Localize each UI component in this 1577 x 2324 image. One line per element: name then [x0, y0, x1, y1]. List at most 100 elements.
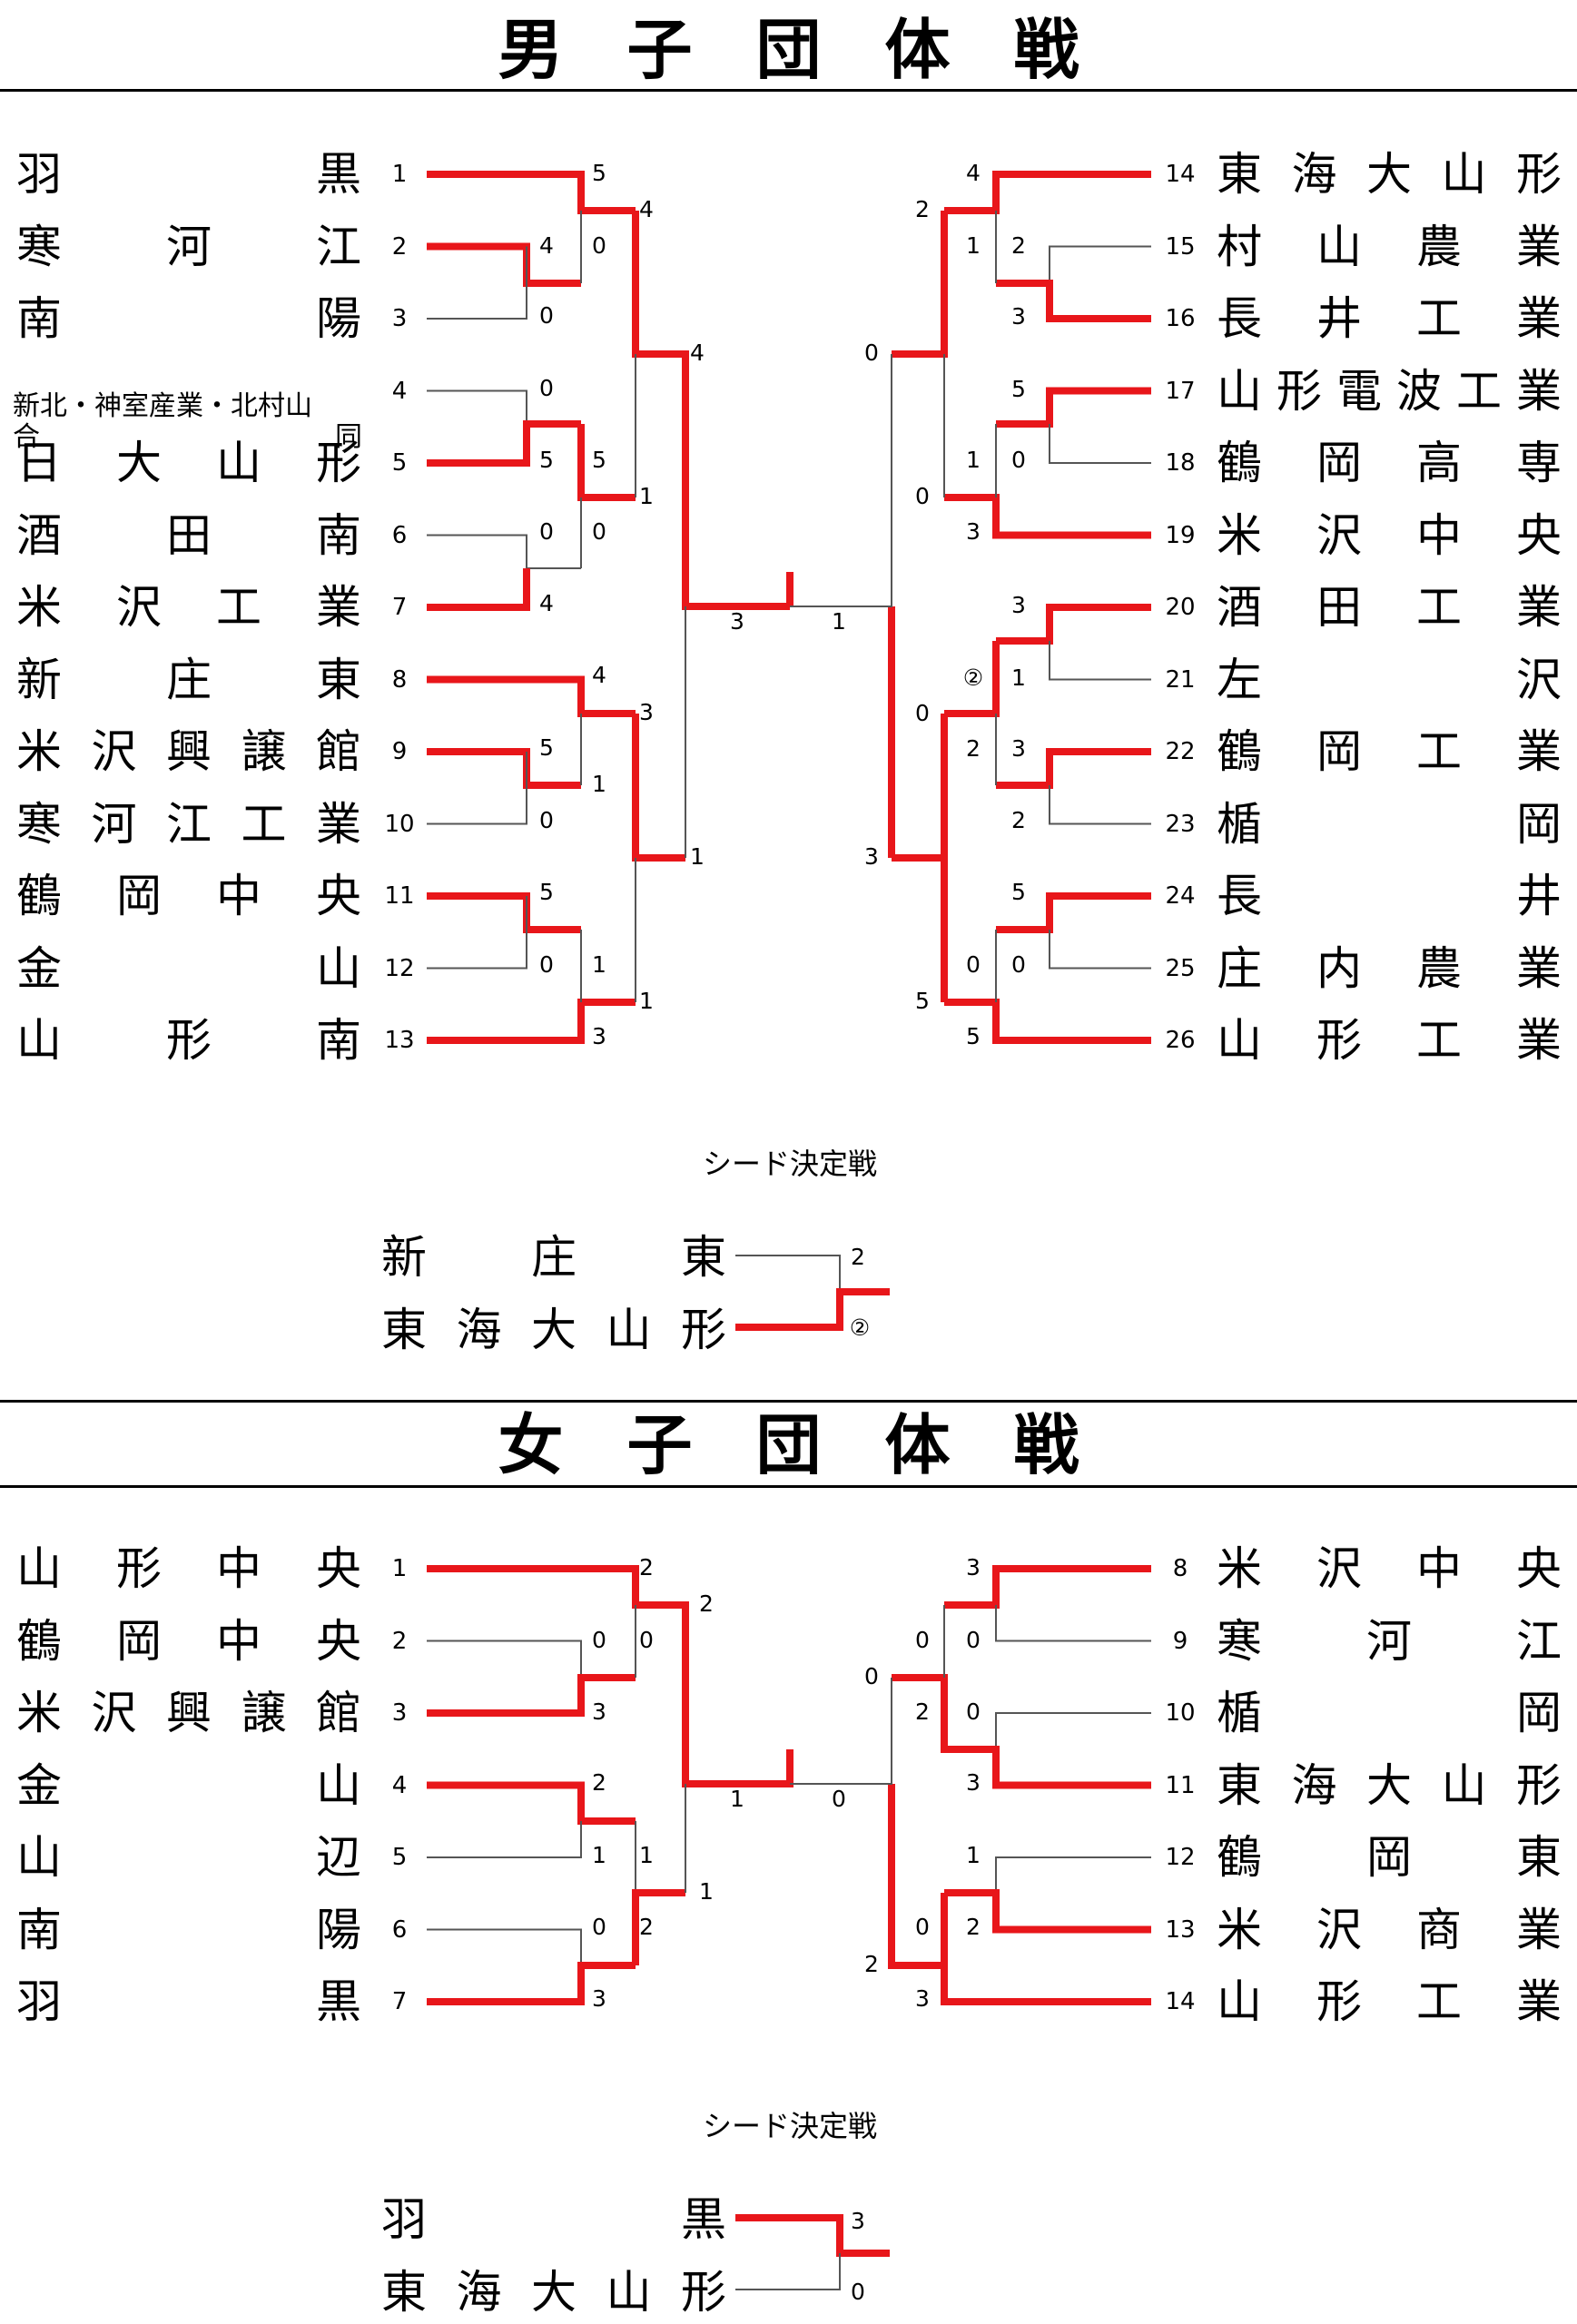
girls-team-11: 東海大山形 — [1217, 1754, 1562, 1817]
winner-line-55 — [427, 1781, 636, 1825]
boys-team-25: 庄内農業 — [1217, 937, 1562, 1000]
girls-team-7: 羽黒 — [16, 1970, 361, 2034]
boys-seed-number-8: 8 — [391, 665, 408, 694]
team-name: 山形南 — [16, 1014, 361, 1067]
team-name: 左沢 — [1217, 653, 1562, 706]
girls-team-6: 南陽 — [16, 1898, 361, 1962]
team-name: 鶴岡高専 — [1217, 437, 1562, 489]
girls-seed-number-2: 2 — [391, 1627, 408, 1655]
score-43: 3 — [1011, 735, 1026, 762]
boys-team-8: 新庄東 — [16, 648, 361, 712]
score-11: 2 — [639, 1914, 654, 1940]
girls-seed-number-7: 7 — [391, 1988, 408, 2015]
girls-team-5: 山辺 — [16, 1826, 361, 1889]
bracket-line-49 — [735, 1255, 841, 1292]
girls-seed-number-13: 13 — [1165, 1915, 1196, 1944]
team-name: 庄内農業 — [1217, 941, 1562, 995]
boys-title: 男子団体戦 — [498, 12, 1143, 88]
girls-title: 女子団体戦 — [498, 1407, 1143, 1483]
winner-line-2 — [427, 242, 581, 287]
girls-seed-number-1: 1 — [391, 1555, 408, 1582]
winner-line-13 — [427, 675, 636, 717]
winner-line-68 — [944, 1889, 1151, 1934]
score-6: 2 — [592, 1769, 606, 1796]
winner-line-29 — [892, 211, 948, 358]
winner-line-60 — [632, 1889, 685, 1965]
boys-team-15: 村山農業 — [1217, 215, 1562, 279]
score-20: 0 — [966, 1699, 981, 1725]
boys-title-rule — [0, 89, 1577, 92]
team-name: 長井工業 — [1217, 292, 1562, 345]
boys-seed-number-22: 22 — [1165, 738, 1196, 765]
boys-team-6: 酒田南 — [16, 504, 361, 567]
girls-seed-number-10: 10 — [1165, 1699, 1196, 1727]
score-42: 2 — [966, 735, 981, 762]
girls-seed-score-bottom: 0 — [851, 2279, 865, 2305]
team-name: 楯岡 — [1217, 1687, 1562, 1739]
score-2: 4 — [639, 196, 654, 222]
winner-line-62 — [944, 1565, 1151, 1609]
boys-seed-number-16: 16 — [1165, 305, 1196, 332]
score-21: 3 — [966, 1769, 981, 1796]
girls-seed-number-11: 11 — [1165, 1771, 1196, 1799]
team-name: 酒田工業 — [1217, 581, 1562, 634]
score-21: 0 — [539, 951, 554, 978]
girls-team-12: 鶴岡東 — [1217, 1826, 1562, 1889]
score-36: 0 — [915, 483, 930, 509]
score-26: 1 — [832, 608, 846, 635]
boys-seed-number-11: 11 — [384, 882, 415, 910]
boys-seed-number-12: 12 — [384, 954, 415, 982]
team-name-line1: 新北・神室産業・北村山 — [13, 389, 312, 422]
score-24: 2 — [966, 1914, 981, 1940]
team-name: 米沢中央 — [1217, 508, 1562, 562]
team-name: 山形中央 — [16, 1542, 361, 1595]
boys-seed-number-24: 24 — [1165, 882, 1196, 910]
score-26: 3 — [915, 1985, 930, 2012]
boys-seed-number-10: 10 — [384, 810, 415, 838]
score-46: 5 — [1011, 879, 1026, 905]
boys-team-5: 日大山形 — [16, 431, 361, 495]
boys-team-4: 新北・神室産業・北村山合同 — [13, 389, 362, 455]
winner-line-25 — [944, 171, 1151, 214]
boys-team-23: 楯岡 — [1217, 793, 1562, 856]
winner-line-65 — [892, 1674, 1151, 1789]
team-name: 寒河江 — [1217, 1614, 1562, 1668]
bracket-line-59 — [635, 1821, 685, 1894]
girls-seed-number-4: 4 — [391, 1771, 408, 1799]
score-44: 2 — [1011, 807, 1026, 833]
boys-seed-number-14: 14 — [1165, 161, 1196, 188]
boys-seed-number-17: 17 — [1165, 377, 1196, 405]
boys-team-2: 寒河江 — [16, 215, 361, 279]
boys-team-10: 寒河江工業 — [16, 793, 361, 856]
score-40: 1 — [1011, 665, 1026, 691]
girls-top-rule — [0, 1400, 1577, 1403]
score-22: 1 — [592, 951, 606, 978]
girls-seed-number-6: 6 — [391, 1915, 408, 1944]
score-5: 0 — [539, 302, 554, 329]
girls-team-10: 楯岡 — [1217, 1681, 1562, 1745]
score-34: 1 — [966, 447, 981, 473]
score-50: 5 — [966, 1023, 981, 1049]
bracket-line-64 — [995, 1712, 1151, 1749]
team-name: 山形工業 — [1217, 1975, 1562, 2028]
winner-line-70 — [888, 1784, 944, 1969]
bracket-line-67 — [995, 1856, 1151, 1893]
team-name: 寒河江工業 — [16, 797, 361, 851]
boys-seed-number-7: 7 — [391, 594, 408, 621]
girls-team-13: 米沢商業 — [1217, 1898, 1562, 1962]
team-name: 羽黒 — [16, 148, 361, 201]
girls-seed-team-top: 羽黒 — [381, 2188, 726, 2251]
boys-seed-number-1: 1 — [391, 161, 408, 188]
boys-team-16: 長井工業 — [1217, 287, 1562, 350]
boys-seed-number-26: 26 — [1165, 1027, 1196, 1054]
winner-line-17 — [632, 714, 685, 862]
score-7: 1 — [592, 1842, 606, 1868]
boys-team-9: 米沢興譲館 — [16, 720, 361, 783]
bracket-line-52 — [427, 1640, 582, 1678]
score-9: 5 — [592, 447, 606, 473]
score-4: 0 — [639, 1627, 654, 1653]
boys-seed-score-bottom: ② — [849, 1315, 871, 1341]
girls-seed-number-9: 9 — [1172, 1627, 1188, 1655]
boys-seed-caption: シード決定戦 — [702, 1147, 877, 1181]
